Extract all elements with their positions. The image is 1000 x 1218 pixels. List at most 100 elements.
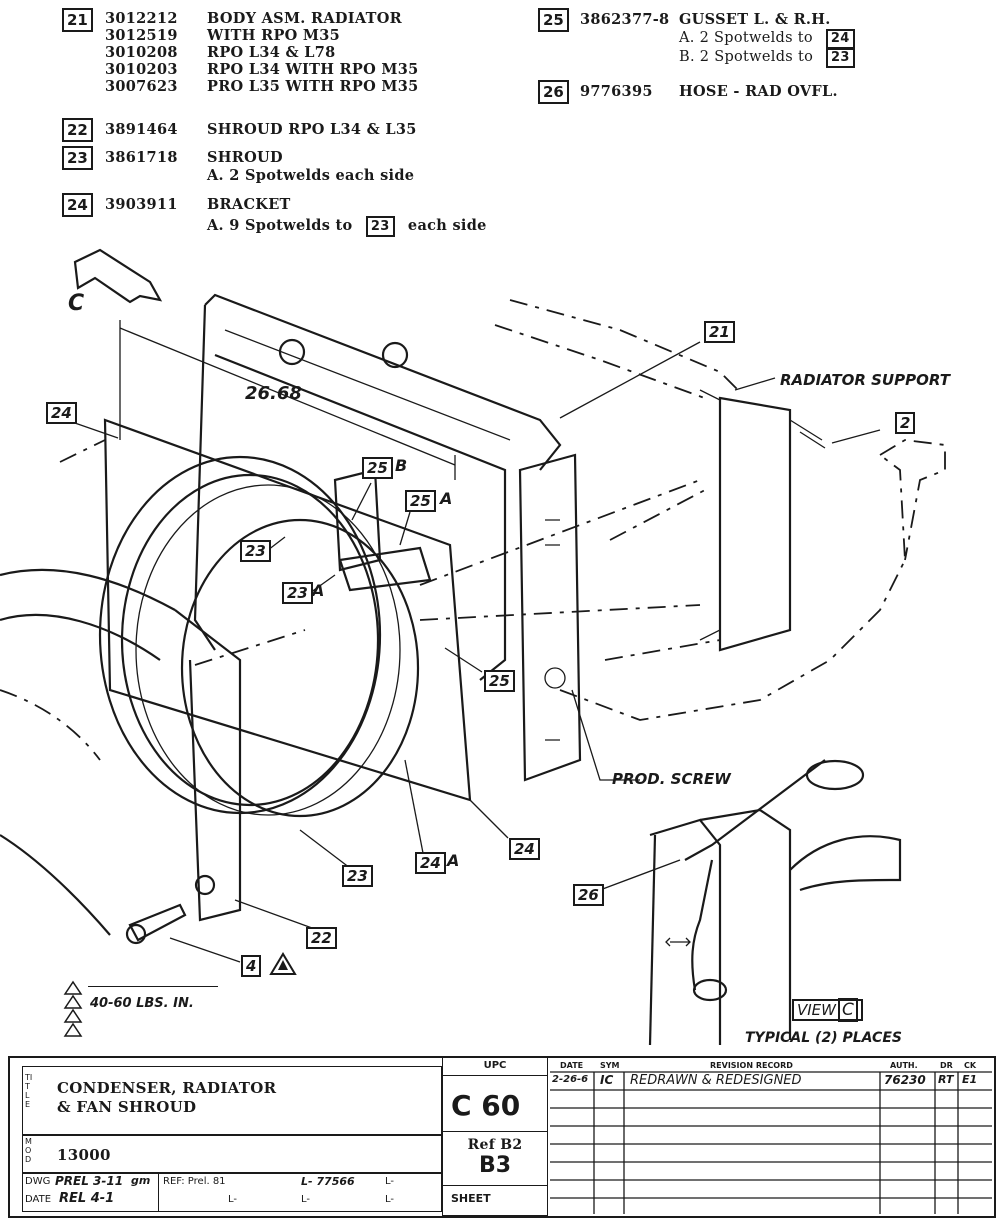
view-letter: C <box>838 998 858 1022</box>
callout-25a: 25 <box>405 490 436 512</box>
part-description: HOSE - RAD OVFL. <box>679 83 838 100</box>
bracket-plate <box>103 418 472 802</box>
rev-sym: IC <box>600 1073 614 1087</box>
rev-date: 2-26-6 <box>552 1074 589 1085</box>
part-description: GUSSET L. & R.H. <box>679 11 831 28</box>
dimension-value: 26.68 <box>245 383 302 404</box>
part-number: 3010208 <box>105 44 178 61</box>
part-note: each side <box>407 217 487 234</box>
prod-screw-label: PROD. SCREW <box>612 770 731 788</box>
part-number: 3010203 <box>105 61 178 78</box>
part-description: PRO L35 WITH RPO M35 <box>207 78 419 95</box>
part-number-box: 25 <box>538 8 569 32</box>
dimension-line <box>119 320 456 480</box>
upc-header: UPC <box>483 1060 507 1071</box>
callout-2: 2 <box>895 412 916 434</box>
outer-shroud <box>0 568 242 936</box>
part-description: RPO L34 & L78 <box>207 44 336 61</box>
divider <box>158 1173 159 1211</box>
view-arrow-label: C <box>68 291 85 316</box>
view-label: VIEW <box>797 1001 836 1019</box>
callout-4: 4 <box>241 955 262 977</box>
date-value: REL 4-1 <box>59 1191 115 1206</box>
part-number-box: 26 <box>538 80 569 104</box>
part-ref-box: 23 <box>365 216 395 237</box>
alignment-lines <box>59 439 721 666</box>
drawing-info-cell: DWG PREL 3-11 gm DATE REL 4-1 REF: Prel.… <box>22 1172 442 1212</box>
revision-triangle-icon <box>269 952 297 975</box>
callout-suffix: A <box>312 581 325 600</box>
rev-header-record: REVISION RECORD <box>710 1061 793 1070</box>
callout-23: 23 <box>240 540 271 562</box>
l-field: L- <box>385 1176 395 1187</box>
part-number: 3007623 <box>105 78 178 95</box>
dwg-value: PREL 3-11 <box>55 1174 124 1188</box>
sheet-label: SHEET <box>451 1192 491 1205</box>
exploded-view-drawing <box>0 248 946 1046</box>
part-note: A. 9 Spotwelds to <box>207 217 353 234</box>
bolt-icon <box>125 903 187 945</box>
torque-note: 40-60 LBS. IN. <box>90 996 194 1011</box>
part-number: 3862377-8 <box>580 11 670 28</box>
fan-shroud-ring <box>98 455 420 818</box>
l-field: L- <box>228 1194 238 1205</box>
part-note: B. 2 Spotwelds to <box>679 49 814 65</box>
ref-label: Ref B2 <box>467 1137 523 1153</box>
part-note: A. 2 Spotwelds to <box>679 30 813 46</box>
upc-cell: UPC C 60 Ref B2 B3 SHEET <box>442 1056 548 1216</box>
rev-header-auth: AUTH. <box>890 1061 918 1070</box>
rev-header-date: DATE <box>560 1061 584 1070</box>
rev-ck: E1 <box>962 1073 978 1086</box>
callout-21: 21 <box>704 321 735 343</box>
part-number: 3861718 <box>105 149 178 166</box>
torque-divider <box>88 986 218 987</box>
part-21-numbers: 3012212 3012519 3010208 3010203 3007623 <box>105 10 178 95</box>
title-block: TITLE CONDENSER, RADIATOR & FAN SHROUD M… <box>8 1056 996 1218</box>
ref-value: B3 <box>478 1153 512 1178</box>
part-22: 22 <box>62 118 93 142</box>
part-description: WITH RPO M35 <box>207 27 341 44</box>
callout-24-top: 24 <box>46 402 77 424</box>
part-number: 9776395 <box>580 83 653 100</box>
model-cell: MOD 13000 <box>22 1134 442 1174</box>
part-number: 3012519 <box>105 27 178 44</box>
model-side-label: MOD <box>25 1137 32 1164</box>
part-number-box: 21 <box>62 8 93 32</box>
part-21-descriptions: BODY ASM. RADIATOR WITH RPO M35 RPO L34 … <box>207 10 419 95</box>
gusset-a <box>338 546 432 592</box>
rev-dr: RT <box>938 1073 954 1086</box>
callout-22: 22 <box>306 927 337 949</box>
revision-grid <box>550 1071 992 1214</box>
rev-header-dr: DR <box>940 1061 953 1070</box>
torque-triangles-icon <box>63 980 83 1037</box>
callout-23a: 23 <box>282 582 313 604</box>
part-24-note: A. 9 Spotwelds to 23 each side <box>207 216 487 237</box>
callout-suffix: A <box>440 489 453 508</box>
date-prefix: DATE <box>25 1194 52 1205</box>
part-number: 3903911 <box>105 196 178 213</box>
part-ref-box: 23 <box>826 48 855 68</box>
rev-record: REDRAWN & REDESIGNED <box>630 1073 802 1088</box>
radiator-support-label: RADIATOR SUPPORT <box>780 371 950 389</box>
dwg-initial: gm <box>131 1174 151 1187</box>
callout-24a: 24 <box>415 852 446 874</box>
dwg-prefix: DWG <box>25 1176 51 1187</box>
part-description: BRACKET <box>207 196 291 213</box>
callout-suffix: A <box>447 851 460 870</box>
callout-suffix: B <box>395 456 408 475</box>
title-side-label: TITLE <box>25 1073 33 1109</box>
title-line-2: & FAN SHROUD <box>57 1098 197 1116</box>
part-number-box: 22 <box>62 118 93 142</box>
part-note: A. 2 Spotwelds each side <box>207 167 415 184</box>
part-number: 3012212 <box>105 10 178 27</box>
view-note: TYPICAL (2) PLACES <box>745 1030 902 1046</box>
part-24: 24 <box>62 193 93 217</box>
view-arrow-icon <box>73 248 163 304</box>
part-25-note-b: B. 2 Spotwelds to 23 <box>679 48 855 68</box>
leader-lines <box>71 341 881 963</box>
l-number: L- 77566 <box>301 1175 355 1188</box>
part-25-note-a: A. 2 Spotwelds to 24 <box>679 29 855 49</box>
ref-prel: REF: Prel. 81 <box>163 1176 226 1187</box>
callout-24: 24 <box>509 838 540 860</box>
callout-26: 26 <box>573 884 604 906</box>
